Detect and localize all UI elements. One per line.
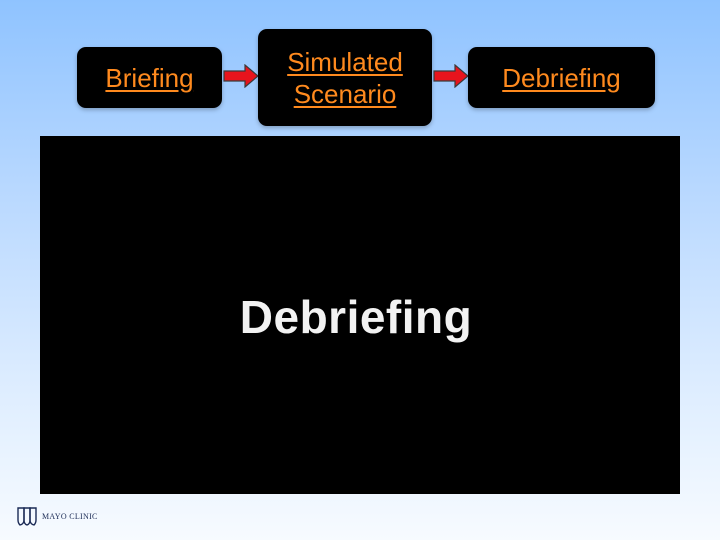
flow-step-simulated-scenario: Simulated Scenario — [258, 29, 432, 126]
flow-step-label-line2: Scenario — [293, 78, 397, 109]
flow-step-label: Briefing — [105, 62, 194, 93]
flow-step-label: Debriefing — [502, 62, 621, 93]
right-arrow-icon — [433, 64, 469, 88]
flow-step-label-line1: Simulated — [287, 46, 403, 77]
mayo-clinic-logo: MAYO CLINIC — [16, 506, 98, 526]
flow-step-briefing: Briefing — [77, 47, 222, 108]
video-title-card: Debriefing — [239, 291, 473, 343]
flow-step-debriefing: Debriefing — [468, 47, 655, 108]
right-arrow-icon — [223, 64, 259, 88]
mayo-shield-icon — [17, 507, 37, 526]
video-player[interactable]: Debriefing — [40, 136, 680, 494]
logo-text: MAYO CLINIC — [42, 511, 98, 521]
